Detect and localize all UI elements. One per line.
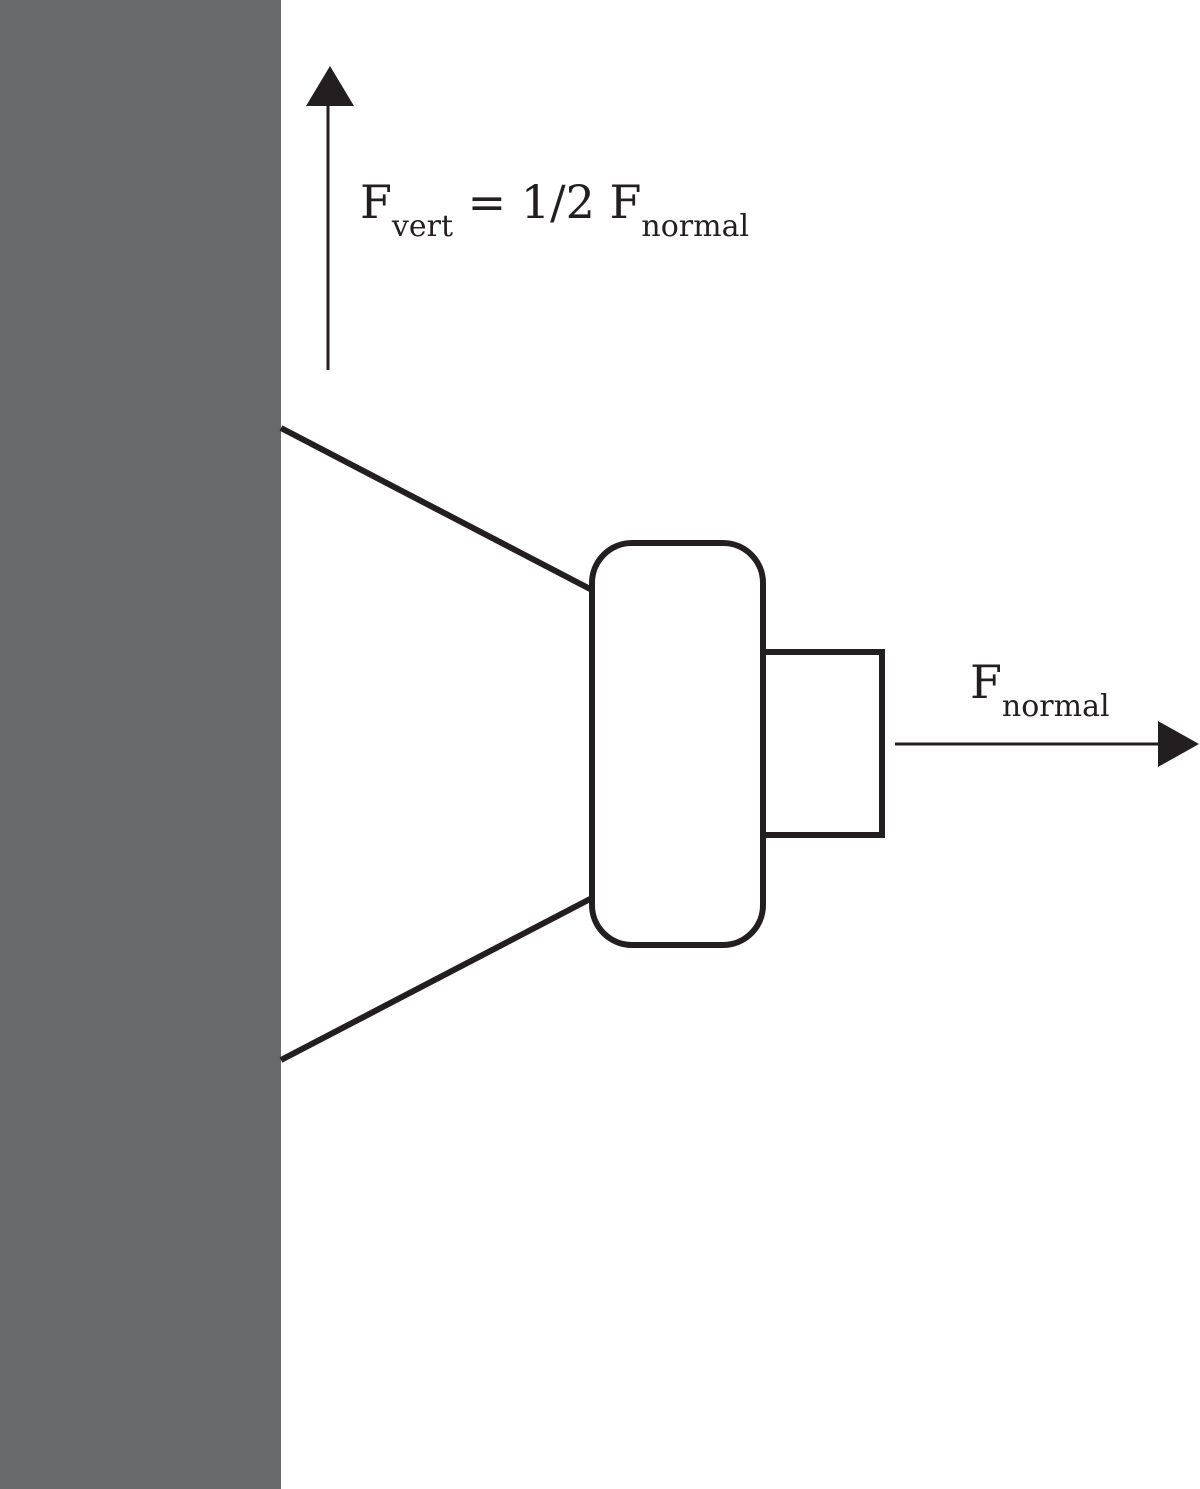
- upper-support-line: [279, 425, 594, 593]
- normal-force-symbol: F: [970, 655, 1002, 709]
- normal-force-subscript: normal: [1002, 689, 1110, 724]
- vertical-force-label: Fvert = 1/2 Fnormal: [360, 175, 749, 244]
- normal-force-label: Fnormal: [970, 655, 1110, 724]
- normal-force-arrowhead: [1158, 721, 1199, 767]
- lower-support-line: [279, 895, 594, 1063]
- wall: [0, 0, 281, 1489]
- vertical-force-subscript-2: normal: [641, 209, 749, 244]
- attachment-block: [758, 649, 885, 838]
- vertical-force-symbol-2: F: [609, 175, 641, 229]
- vertical-force-arrowhead: [306, 66, 354, 106]
- vertical-force-equals: = 1/2: [453, 175, 609, 229]
- vertical-force-subscript: vert: [391, 209, 453, 244]
- anchor-body: [589, 540, 766, 948]
- vertical-force-symbol: F: [360, 175, 392, 229]
